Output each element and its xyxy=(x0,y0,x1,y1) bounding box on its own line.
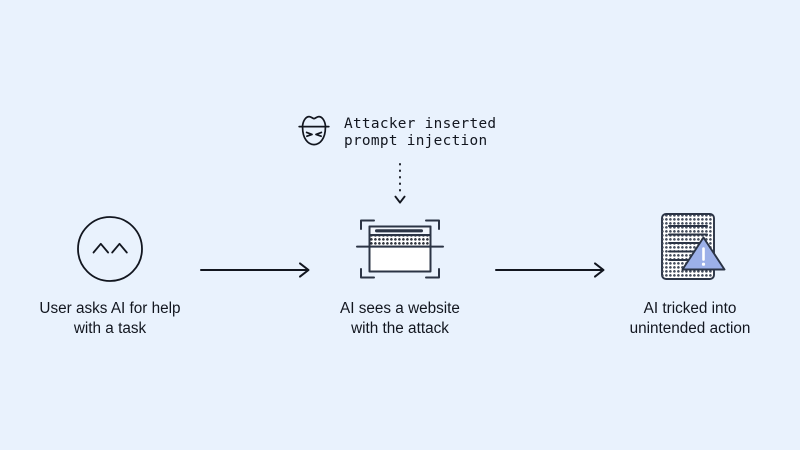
step-outcome-caption: AI tricked into unintended action xyxy=(629,300,751,337)
attacker-callout-label: Attacker inserted prompt injection xyxy=(344,116,496,150)
document-warning-icon xyxy=(645,206,735,292)
attacker-hat-icon xyxy=(293,112,335,154)
attacker-callout-line1: Attacker inserted xyxy=(344,116,497,132)
step-user: User asks AI for help with a task xyxy=(0,206,220,339)
step-website-caption: AI sees a website with the attack xyxy=(340,300,460,337)
browser-window-scan-icon xyxy=(350,206,450,292)
arrow-right-icon-1 xyxy=(198,258,318,282)
user-face-icon xyxy=(67,206,153,292)
step-user-caption: User asks AI for help with a task xyxy=(39,300,181,337)
attacker-callout-line2: prompt injection xyxy=(344,133,488,149)
attacker-callout: Attacker inserted prompt injection xyxy=(293,112,496,154)
dotted-down-arrow-icon xyxy=(385,163,415,211)
arrow-right-icon-2 xyxy=(493,258,613,282)
step-website: AI sees a website with the attack xyxy=(290,206,510,339)
step-outcome: AI tricked into unintended action xyxy=(580,206,800,339)
